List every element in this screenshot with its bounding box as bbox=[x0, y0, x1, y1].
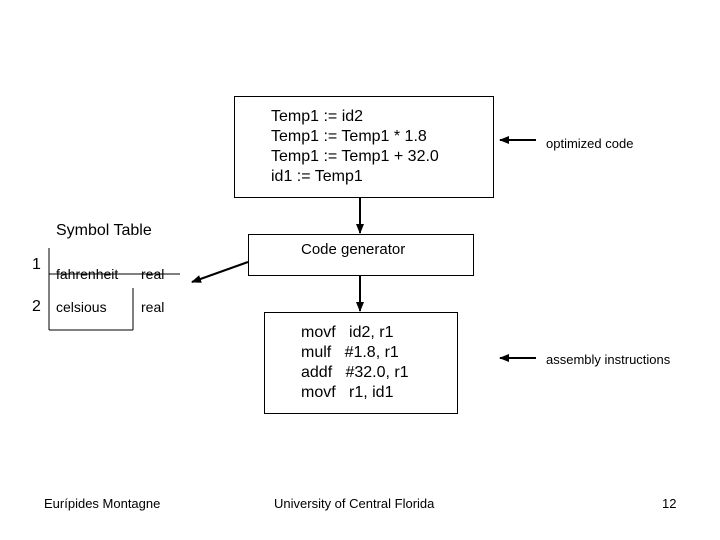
symbol-table-name-cell: celsious bbox=[56, 299, 107, 315]
arrow-generator-to-symbol-table bbox=[191, 261, 249, 283]
footer-author: Eurípides Montagne bbox=[44, 496, 161, 511]
assembly-line: movf id2, r1 bbox=[301, 324, 394, 341]
code-generator-box: Code generator bbox=[248, 234, 474, 276]
assembly-line: mulf #1.8, r1 bbox=[301, 344, 399, 361]
optimized-code-line: Temp1 := Temp1 * 1.8 bbox=[271, 128, 427, 145]
assembly-line: addf #32.0, r1 bbox=[301, 364, 409, 381]
footer-institution: University of Central Florida bbox=[274, 496, 435, 511]
assembly-box: movf id2, r1 mulf #1.8, r1 addf #32.0, r… bbox=[264, 312, 458, 414]
optimized-code-line: Temp1 := id2 bbox=[271, 108, 364, 125]
symbol-table-type-cell: real bbox=[141, 299, 165, 315]
symbol-table-index: 2 bbox=[32, 298, 41, 315]
symbol-table-title: Symbol Table bbox=[56, 222, 152, 239]
optimized-code-label: optimized code bbox=[546, 136, 634, 151]
assembly-label: assembly instructions bbox=[546, 352, 671, 367]
optimized-code-line: Temp1 := Temp1 + 32.0 bbox=[271, 148, 439, 165]
page-number: 12 bbox=[662, 496, 677, 511]
symbol-table-index: 1 bbox=[32, 256, 41, 273]
assembly-line: movf r1, id1 bbox=[301, 384, 394, 401]
optimized-code-line: id1 := Temp1 bbox=[271, 168, 363, 185]
code-generator-label: Code generator bbox=[301, 241, 406, 258]
optimized-code-box: Temp1 := id2 Temp1 := Temp1 * 1.8 Temp1 … bbox=[234, 96, 494, 198]
